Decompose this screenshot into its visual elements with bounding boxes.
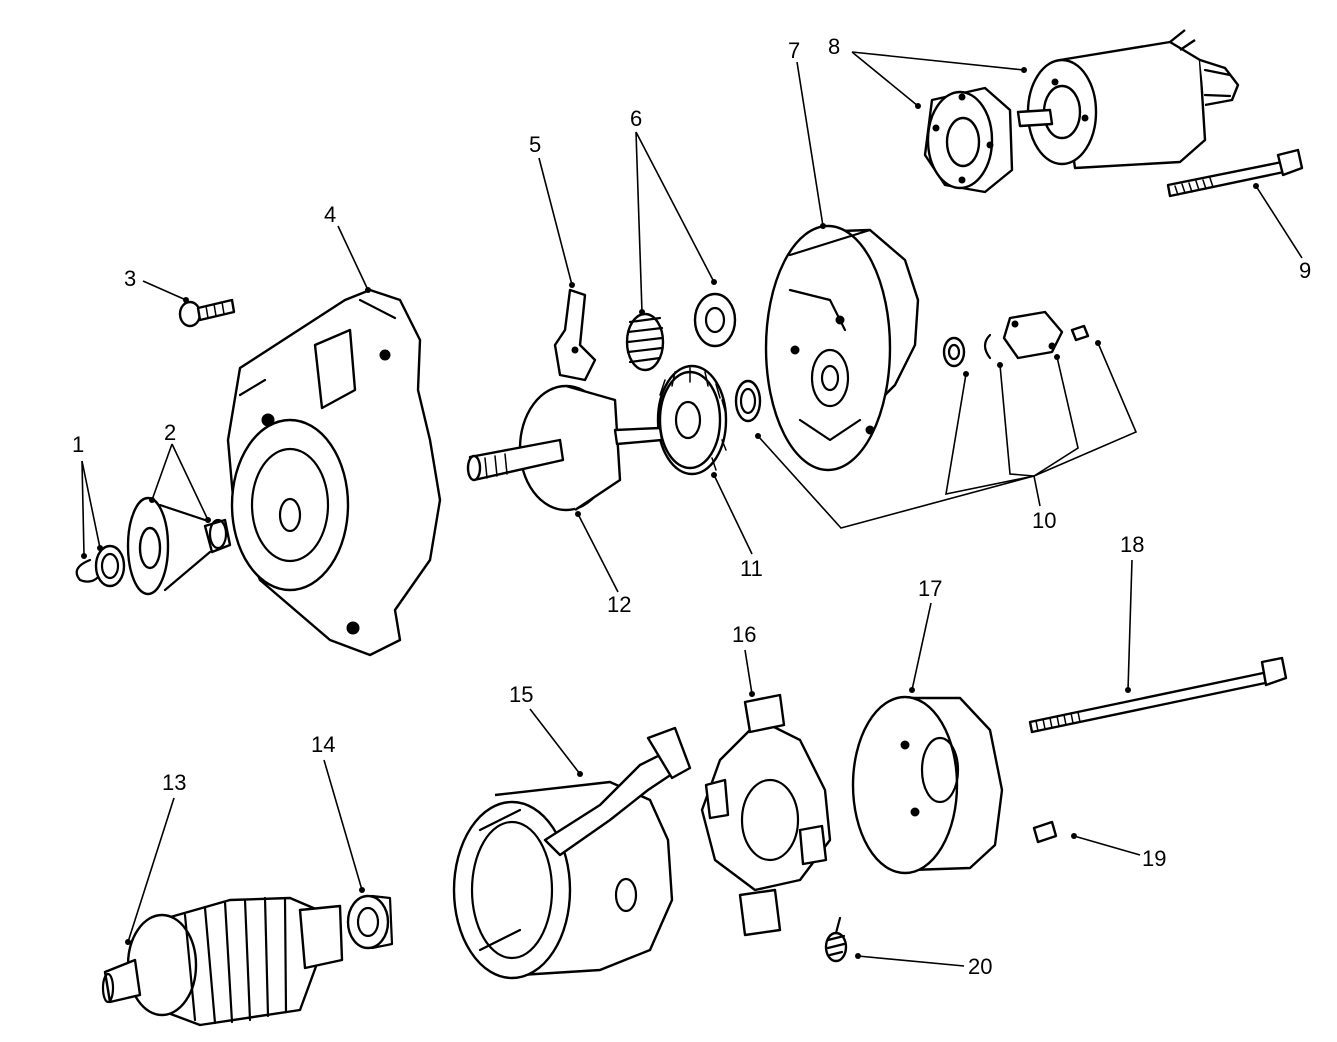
part-internal-gear xyxy=(656,364,728,476)
callout-14: 14 xyxy=(311,732,335,757)
callout-15: 15 xyxy=(509,682,533,707)
part-retainer-rings xyxy=(75,544,126,588)
callout-9: 9 xyxy=(1299,258,1311,283)
part-pinion-shaft xyxy=(466,384,664,512)
part-drive-housing xyxy=(226,288,442,657)
part-through-bolt xyxy=(1028,656,1288,734)
part-yoke xyxy=(452,726,692,980)
callout-8: 8 xyxy=(828,34,840,59)
part-bearing xyxy=(346,894,394,950)
callout-5: 5 xyxy=(529,132,541,157)
callout-19: 19 xyxy=(1142,846,1166,871)
part-pinion-gear xyxy=(126,496,232,596)
part-drive-lever xyxy=(553,288,597,382)
callout-6: 6 xyxy=(630,106,642,131)
callout-10: 10 xyxy=(1032,508,1056,533)
part-gear-cover xyxy=(764,224,920,472)
part-end-screw xyxy=(1032,820,1058,844)
callout-17: 17 xyxy=(918,576,942,601)
part-armature xyxy=(101,896,344,1027)
part-brush-spring xyxy=(824,916,848,963)
callout-4: 4 xyxy=(324,202,336,227)
callout-12: 12 xyxy=(607,592,631,617)
part-brush-holder xyxy=(700,693,832,937)
part-solenoid xyxy=(923,29,1240,194)
part-seals-and-retainer xyxy=(734,310,1090,423)
callout-3: 3 xyxy=(124,266,136,291)
part-solenoid-bolt xyxy=(1166,148,1304,198)
callout-18: 18 xyxy=(1120,532,1144,557)
leader-lines xyxy=(81,51,1303,967)
callout-16: 16 xyxy=(732,622,756,647)
callout-20: 20 xyxy=(968,954,992,979)
callout-2: 2 xyxy=(164,420,176,445)
callout-1: 1 xyxy=(72,432,84,457)
callout-11: 11 xyxy=(740,556,763,581)
part-screw xyxy=(178,298,236,328)
part-end-frame xyxy=(851,695,1004,875)
callout-labels: 1 2 3 4 5 6 7 8 9 10 11 12 13 14 15 16 1… xyxy=(72,34,1311,979)
callout-7: 7 xyxy=(788,38,800,63)
part-clutch-spring xyxy=(625,292,737,372)
callout-13: 13 xyxy=(162,770,186,795)
